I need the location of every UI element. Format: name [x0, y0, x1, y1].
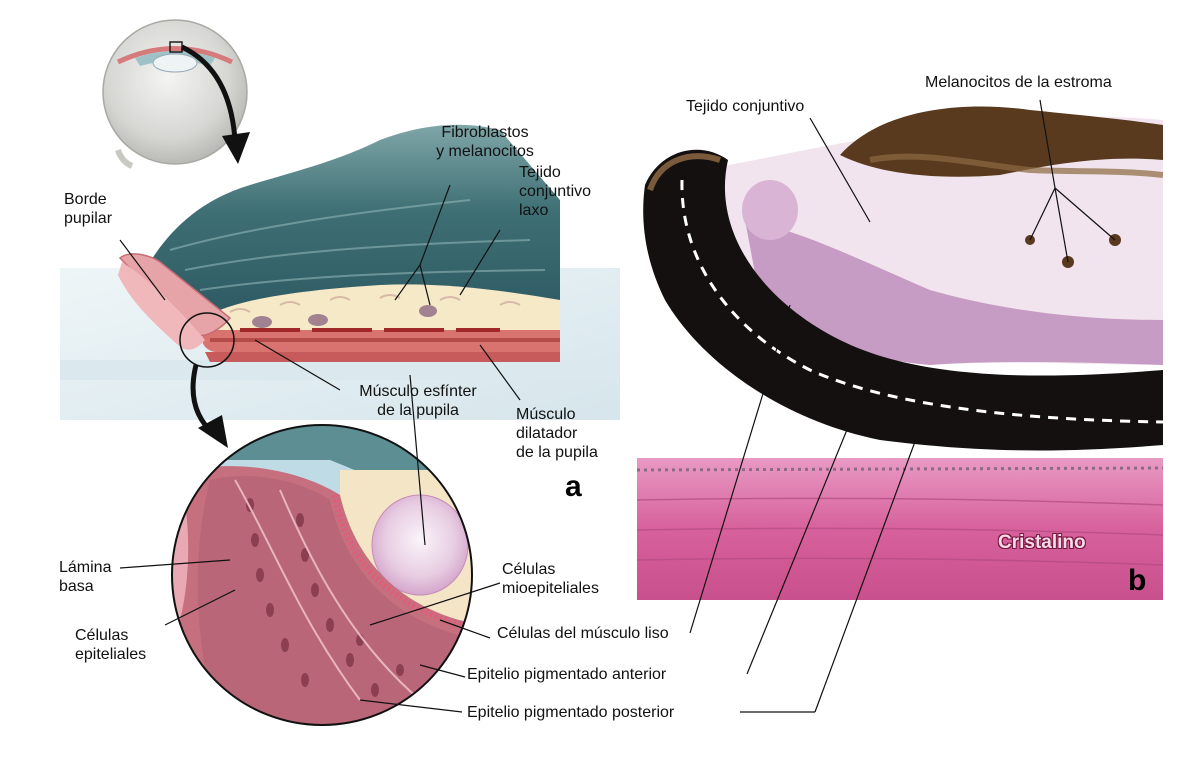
zoom-circle-detail: [172, 425, 472, 725]
label-musculo-dilatador: Músculo dilatador de la pupila: [516, 406, 598, 461]
label-melanocitos-estroma: Melanocitos de la estroma: [925, 74, 1112, 91]
label-celulas-epiteliales: Células epiteliales: [75, 627, 147, 663]
label-tejido-conjuntivo: Tejido conjuntivo: [686, 98, 805, 115]
label-epitelio-anterior: Epitelio pigmentado anterior: [467, 666, 667, 683]
eye-thumbnail: [102, 19, 248, 169]
label-tejido-laxo: Tejido conjuntivo laxo: [519, 164, 592, 219]
label-cristalino: Cristalino: [998, 532, 1086, 553]
label-epitelio-posterior: Epitelio pigmentado posterior: [467, 704, 675, 721]
label-mioepiteliales: Células mioepiteliales: [502, 561, 599, 597]
label-musculo-esfinter: Músculo esfínter de la pupila: [359, 383, 477, 419]
micrograph: [637, 82, 1163, 600]
label-lamina-basal: Lámina basa: [59, 559, 112, 595]
label-fibroblastos: Fibroblastos y melanocitos: [436, 124, 534, 160]
label-musculo-liso: Células del músculo liso: [497, 625, 669, 642]
panel-letter-b: b: [1128, 564, 1147, 597]
panel-letter-a: a: [565, 470, 582, 503]
label-borde-pupilar: Borde pupilar: [64, 191, 113, 227]
